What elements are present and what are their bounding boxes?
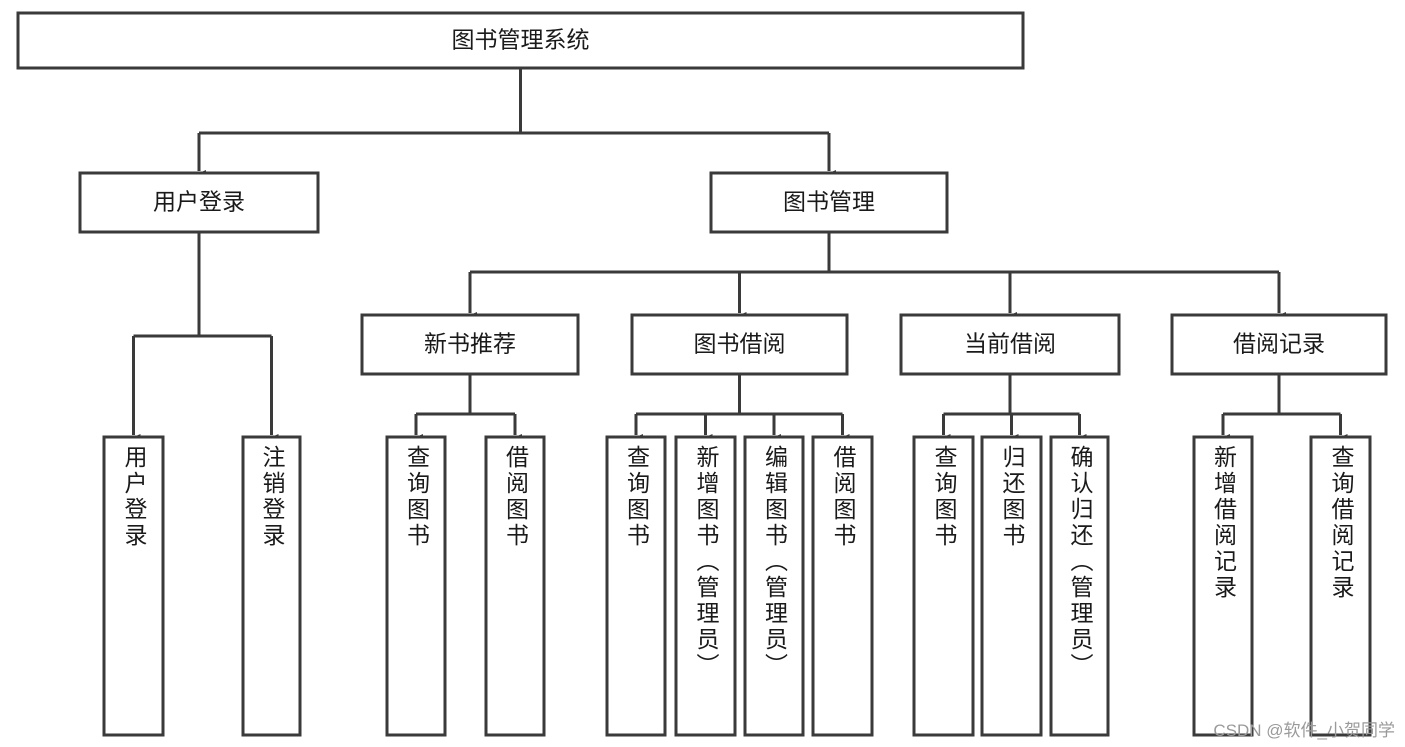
node-book-borrow-label: 图书借阅 xyxy=(694,331,786,357)
node-root-label: 图书管理系统 xyxy=(452,27,590,53)
node-leaf-add-book[interactable] xyxy=(674,435,737,737)
node-leaf-return-book-rect[interactable] xyxy=(980,435,1043,737)
node-leaf-borrow-book-2[interactable] xyxy=(811,435,874,737)
node-root[interactable]: 图书管理系统 xyxy=(16,11,1025,70)
node-leaf-query-book-2-rect[interactable] xyxy=(605,435,667,737)
node-leaf-query-book-1[interactable] xyxy=(385,435,447,737)
node-leaf-add-record[interactable] xyxy=(1192,435,1254,737)
node-leaf-query-book-1-rect[interactable] xyxy=(385,435,447,737)
node-book-manage-rect[interactable] xyxy=(709,171,949,234)
node-leaf-confirm-return-rect[interactable] xyxy=(1049,435,1110,737)
node-leaf-return-book[interactable] xyxy=(980,435,1043,737)
node-user-login-label: 用户登录 xyxy=(153,189,245,215)
node-root-rect[interactable] xyxy=(16,11,1025,70)
node-leaf-edit-book-rect[interactable] xyxy=(743,435,805,737)
node-current-borrow[interactable]: 当前借阅 xyxy=(899,313,1121,376)
node-book-borrow-rect[interactable] xyxy=(630,313,849,376)
node-leaf-query-book-3-rect[interactable] xyxy=(912,435,975,737)
node-borrow-record-label: 借阅记录 xyxy=(1233,331,1325,357)
node-new-book-rec-label: 新书推荐 xyxy=(424,331,516,357)
node-book-borrow[interactable]: 图书借阅 xyxy=(630,313,849,376)
node-new-book-rec[interactable]: 新书推荐 xyxy=(360,313,580,376)
node-leaf-add-record-rect[interactable] xyxy=(1192,435,1254,737)
node-leaf-edit-book[interactable] xyxy=(743,435,805,737)
node-leaf-query-book-3[interactable] xyxy=(912,435,975,737)
node-leaf-user-login-rect[interactable] xyxy=(102,435,165,737)
node-leaf-user-login[interactable] xyxy=(102,435,165,737)
connectors-layer xyxy=(126,68,1348,446)
node-leaf-confirm-return[interactable] xyxy=(1049,435,1110,737)
watermark: CSDN @软件_小贺同学 xyxy=(1213,721,1395,740)
node-leaf-query-book-2[interactable] xyxy=(605,435,667,737)
node-leaf-query-record[interactable] xyxy=(1309,435,1372,737)
node-new-book-rec-rect[interactable] xyxy=(360,313,580,376)
node-borrow-record-rect[interactable] xyxy=(1170,313,1388,376)
node-book-manage[interactable]: 图书管理 xyxy=(709,171,949,234)
node-current-borrow-rect[interactable] xyxy=(899,313,1121,376)
node-leaf-query-record-rect[interactable] xyxy=(1309,435,1372,737)
node-leaf-borrow-book-1-rect[interactable] xyxy=(484,435,546,737)
node-leaf-borrow-book-2-rect[interactable] xyxy=(811,435,874,737)
node-book-manage-label: 图书管理 xyxy=(783,189,875,215)
node-leaf-borrow-book-1[interactable] xyxy=(484,435,546,737)
node-user-login[interactable]: 用户登录 xyxy=(78,171,320,234)
node-user-login-rect[interactable] xyxy=(78,171,320,234)
node-leaf-logout[interactable] xyxy=(241,435,302,737)
node-leaf-logout-rect[interactable] xyxy=(241,435,302,737)
node-leaf-add-book-rect[interactable] xyxy=(674,435,737,737)
node-borrow-record[interactable]: 借阅记录 xyxy=(1170,313,1388,376)
node-current-borrow-label: 当前借阅 xyxy=(964,331,1056,357)
